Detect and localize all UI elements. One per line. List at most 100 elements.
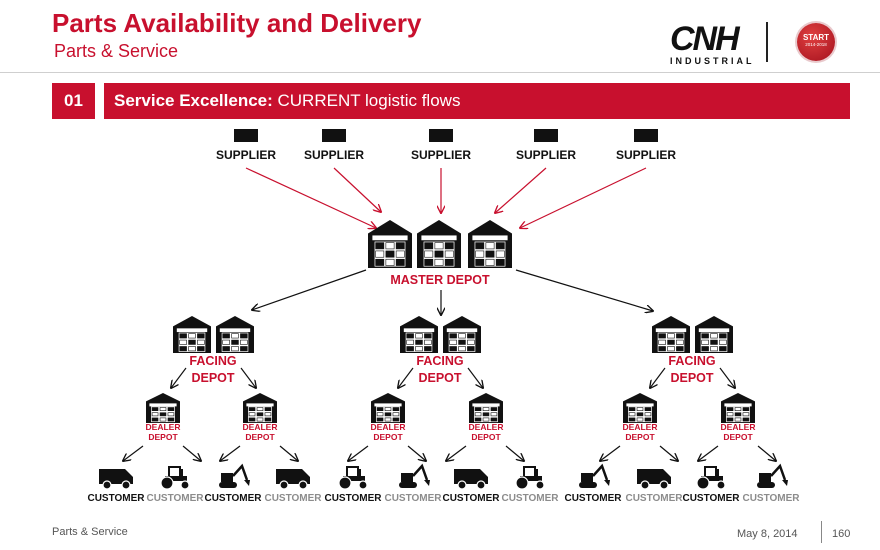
- dealer-depot-label: DEALER: [721, 422, 756, 432]
- facing-to-dealer-arrow: [171, 367, 187, 388]
- facing-depot-label: FACING: [189, 354, 236, 368]
- dealer-depot-icon: [243, 393, 277, 423]
- dealer-depot-label: DEALER: [623, 422, 658, 432]
- dealer-to-customer-arrow: [407, 445, 426, 461]
- page-subtitle: Parts & Service: [54, 41, 179, 61]
- section-title-bold: Service Excellence:: [114, 91, 273, 110]
- tractor-icon: [515, 466, 545, 490]
- supplier-label: SUPPLIER: [516, 148, 576, 162]
- facing-depot-icon: [652, 316, 690, 353]
- van-icon: [276, 469, 310, 490]
- facing-depot-icon: [216, 316, 254, 353]
- dealer-depot-label: DEPOT: [723, 432, 753, 442]
- footer-section: Parts & Service: [52, 526, 128, 538]
- master-depot-icon: [417, 220, 461, 268]
- supplier-arrow: [245, 167, 376, 228]
- master-depot-icon: [468, 220, 512, 268]
- customer-label: CUSTOMER: [501, 493, 559, 504]
- dealer-to-customer-arrow: [348, 445, 369, 461]
- section-title: Service Excellence: CURRENT logistic flo…: [104, 83, 850, 119]
- dealer-depot-label: DEALER: [243, 422, 278, 432]
- master-depot-icon: [368, 220, 412, 268]
- facing-depot-icon: [400, 316, 438, 353]
- dealer-depot-label: DEPOT: [245, 432, 275, 442]
- cnh-industrial-logo: CNH INDUSTRIAL: [670, 22, 755, 66]
- dealer-depot-label: DEPOT: [373, 432, 403, 442]
- dealer-to-customer-arrow: [659, 445, 678, 461]
- master-to-facing-arrow: [252, 269, 367, 310]
- facing-to-dealer-arrow: [398, 367, 414, 388]
- dealer-depot-label: DEALER: [146, 422, 181, 432]
- facing-depot-label: FACING: [668, 354, 715, 368]
- facing-depot-label: FACING: [416, 354, 463, 368]
- excavator-icon: [757, 463, 788, 488]
- customer-label: CUSTOMER: [742, 493, 800, 504]
- badge-line2: 2014-2018: [805, 42, 827, 47]
- customer-label: CUSTOMER: [564, 493, 622, 504]
- page-title: Parts Availability and Delivery: [52, 8, 422, 38]
- tractor-icon: [696, 466, 726, 490]
- dealer-to-customer-arrow: [757, 445, 776, 461]
- dealer-depot-icon: [623, 393, 657, 423]
- facing-to-dealer-arrow: [467, 367, 483, 388]
- supplier-icon: [634, 129, 658, 142]
- dealer-depot-label: DEPOT: [471, 432, 501, 442]
- page-number: 160: [832, 528, 851, 540]
- dealer-depot-label: DEALER: [469, 422, 504, 432]
- supplier-icon: [429, 129, 453, 142]
- logo-wordmark: CNH: [670, 20, 740, 58]
- customer-label: CUSTOMER: [146, 493, 204, 504]
- facing-to-dealer-arrow: [240, 367, 256, 388]
- badge-line1: START: [802, 33, 830, 42]
- logo-divider: [766, 22, 768, 62]
- supplier-label: SUPPLIER: [616, 148, 676, 162]
- section-title-rest: CURRENT logistic flows: [272, 91, 461, 110]
- dealer-depot-icon: [146, 393, 180, 423]
- facing-depot-icon: [173, 316, 211, 353]
- facing-depot-icon: [443, 316, 481, 353]
- dealer-to-customer-arrow: [123, 445, 144, 461]
- supplier-icon: [534, 129, 558, 142]
- excavator-icon: [579, 463, 610, 488]
- facing-to-dealer-arrow: [719, 367, 735, 388]
- supplier-icon: [322, 129, 346, 142]
- customer-label: CUSTOMER: [204, 493, 262, 504]
- facing-depot-label: DEPOT: [670, 371, 713, 385]
- customer-label: CUSTOMER: [625, 493, 683, 504]
- dealer-depot-icon: [371, 393, 405, 423]
- logo-subtext: INDUSTRIAL: [670, 56, 755, 66]
- dealer-to-customer-arrow: [505, 445, 524, 461]
- supplier-arrow: [495, 167, 547, 213]
- dealer-to-customer-arrow: [698, 445, 719, 461]
- supplier-icon: [234, 129, 258, 142]
- customer-label: CUSTOMER: [682, 493, 740, 504]
- master-depot-label: MASTER DEPOT: [390, 273, 490, 287]
- dealer-to-customer-arrow: [182, 445, 201, 461]
- supplier-label: SUPPLIER: [411, 148, 471, 162]
- footer-separator: [821, 521, 822, 543]
- dealer-depot-label: DEPOT: [148, 432, 178, 442]
- tractor-icon: [160, 466, 190, 490]
- facing-depot-label: DEPOT: [418, 371, 461, 385]
- supplier-arrow: [520, 167, 647, 228]
- section-number: 01: [52, 83, 95, 119]
- customer-label: CUSTOMER: [384, 493, 442, 504]
- excavator-icon: [399, 463, 430, 488]
- facing-depot-icon: [695, 316, 733, 353]
- customer-label: CUSTOMER: [264, 493, 322, 504]
- master-to-facing-arrow: [515, 269, 653, 311]
- dealer-to-customer-arrow: [446, 445, 467, 461]
- customer-label: CUSTOMER: [324, 493, 382, 504]
- footer-date: May 8, 2014: [737, 528, 798, 540]
- dealer-depot-icon: [469, 393, 503, 423]
- dealer-to-customer-arrow: [220, 445, 241, 461]
- customer-label: CUSTOMER: [442, 493, 500, 504]
- excavator-icon: [219, 463, 250, 488]
- supplier-label: SUPPLIER: [304, 148, 364, 162]
- tractor-icon: [338, 466, 368, 490]
- van-icon: [454, 469, 488, 490]
- facing-depot-label: DEPOT: [191, 371, 234, 385]
- dealer-depot-label: DEPOT: [625, 432, 655, 442]
- dealer-depot-icon: [721, 393, 755, 423]
